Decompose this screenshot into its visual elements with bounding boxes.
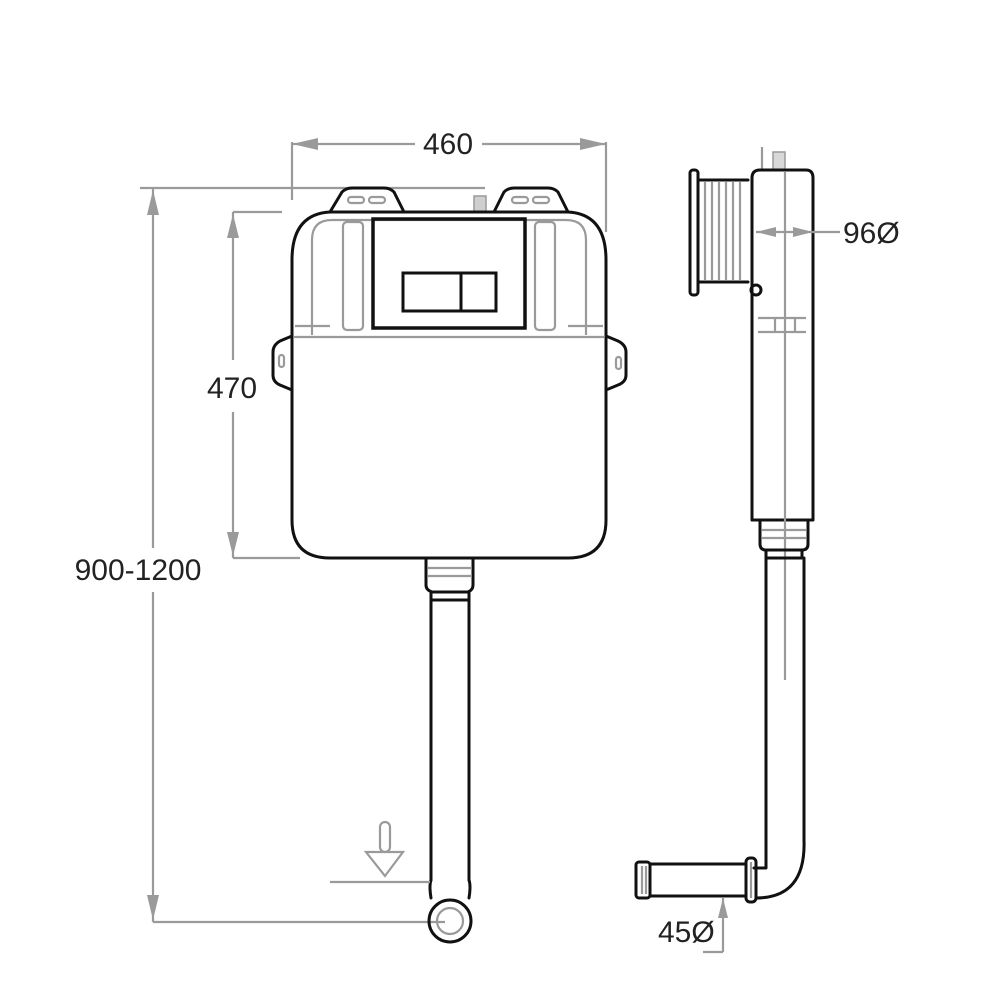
- left-top-lug: [328, 186, 406, 214]
- total-height-label: 900-1200: [75, 554, 202, 587]
- front-flange: [688, 168, 700, 297]
- left-mounting-ear: [271, 334, 294, 392]
- tank-height-label: 470: [207, 372, 257, 405]
- tank-height-dimension: 470: [207, 210, 300, 560]
- cistern-side-view: 96Ø 45Ø: [634, 147, 900, 954]
- pipe-elbow: [754, 838, 806, 900]
- side-diameter-label: 96Ø: [843, 217, 900, 250]
- right-top-lug: [492, 186, 570, 214]
- width-label: 460: [423, 128, 473, 161]
- right-mounting-ear: [604, 334, 628, 392]
- access-panel: [371, 217, 527, 330]
- valve-stub: [473, 195, 487, 213]
- floor-level-marker-icon: [330, 820, 430, 884]
- outlet-diameter-label: 45Ø: [658, 916, 715, 949]
- dual-flush-button: [401, 271, 498, 313]
- outlet-connector: [424, 556, 475, 594]
- side-tank-body: [750, 168, 815, 522]
- tank-body: [290, 210, 608, 560]
- cistern-front-view: [271, 186, 628, 944]
- total-height-dimension: 900-1200: [70, 186, 485, 924]
- pipe-outlet-end: [427, 898, 473, 944]
- width-dimension: 460: [290, 128, 608, 232]
